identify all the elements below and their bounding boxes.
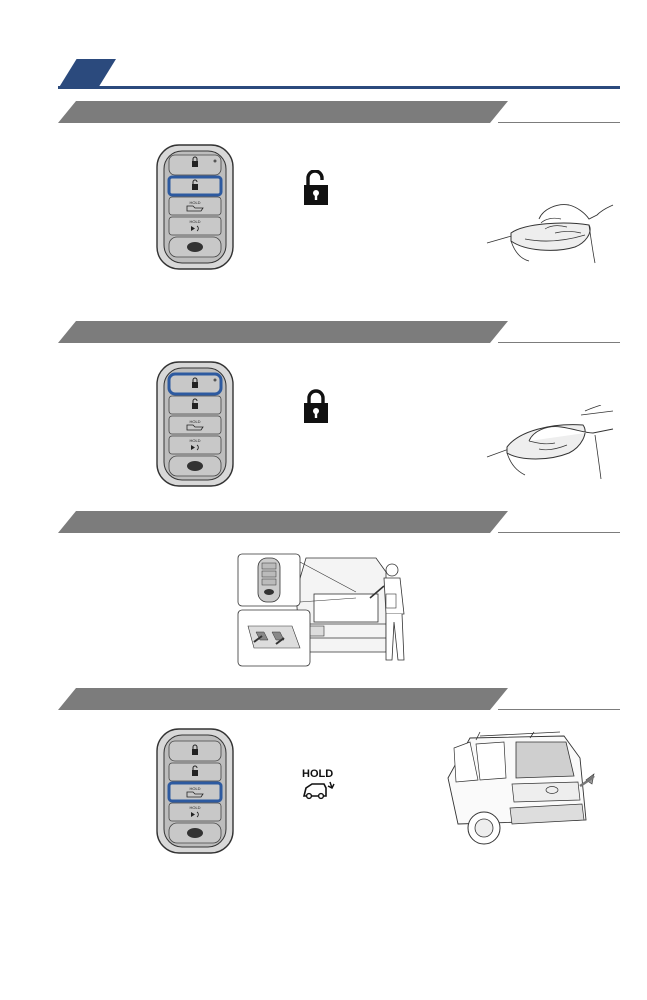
section-rule xyxy=(498,342,620,343)
section-unlock-heading xyxy=(58,101,620,125)
section-band xyxy=(58,688,508,710)
key-fob-back-door: HOLD HOLD xyxy=(156,728,234,854)
padlock-closed-icon xyxy=(304,389,328,423)
key-fob-unlock: HOLD HOLD xyxy=(156,144,234,270)
section-band xyxy=(58,511,508,533)
svg-text:HOLD: HOLD xyxy=(189,805,200,810)
section-band xyxy=(58,321,508,343)
back-door-icon-group: HOLD xyxy=(302,768,342,805)
section-rule xyxy=(498,709,620,710)
suv-rear-back-door-open-illustration xyxy=(447,731,595,845)
section-fob-location-heading xyxy=(58,511,620,535)
section-rule xyxy=(498,122,620,123)
section-rule xyxy=(498,532,620,533)
svg-text:HOLD: HOLD xyxy=(189,219,200,224)
header-rule xyxy=(58,86,620,89)
section-lock-heading xyxy=(58,321,620,345)
key-fob-lock: HOLD HOLD xyxy=(156,361,234,487)
back-door-keyfob-illustration xyxy=(237,553,405,667)
svg-text:HOLD: HOLD xyxy=(189,200,200,205)
door-handle-lock-hand-illustration xyxy=(486,405,614,480)
svg-text:HOLD: HOLD xyxy=(189,786,200,791)
back-door-icon xyxy=(302,781,335,800)
section-band xyxy=(58,101,508,123)
header-tab-marker xyxy=(58,59,116,89)
door-handle-hand-illustration xyxy=(486,204,614,264)
section-power-back-door-heading xyxy=(58,688,620,712)
svg-text:HOLD: HOLD xyxy=(189,419,200,424)
hold-label: HOLD xyxy=(302,768,334,780)
svg-text:HOLD: HOLD xyxy=(189,438,200,443)
padlock-open-icon xyxy=(304,170,328,205)
